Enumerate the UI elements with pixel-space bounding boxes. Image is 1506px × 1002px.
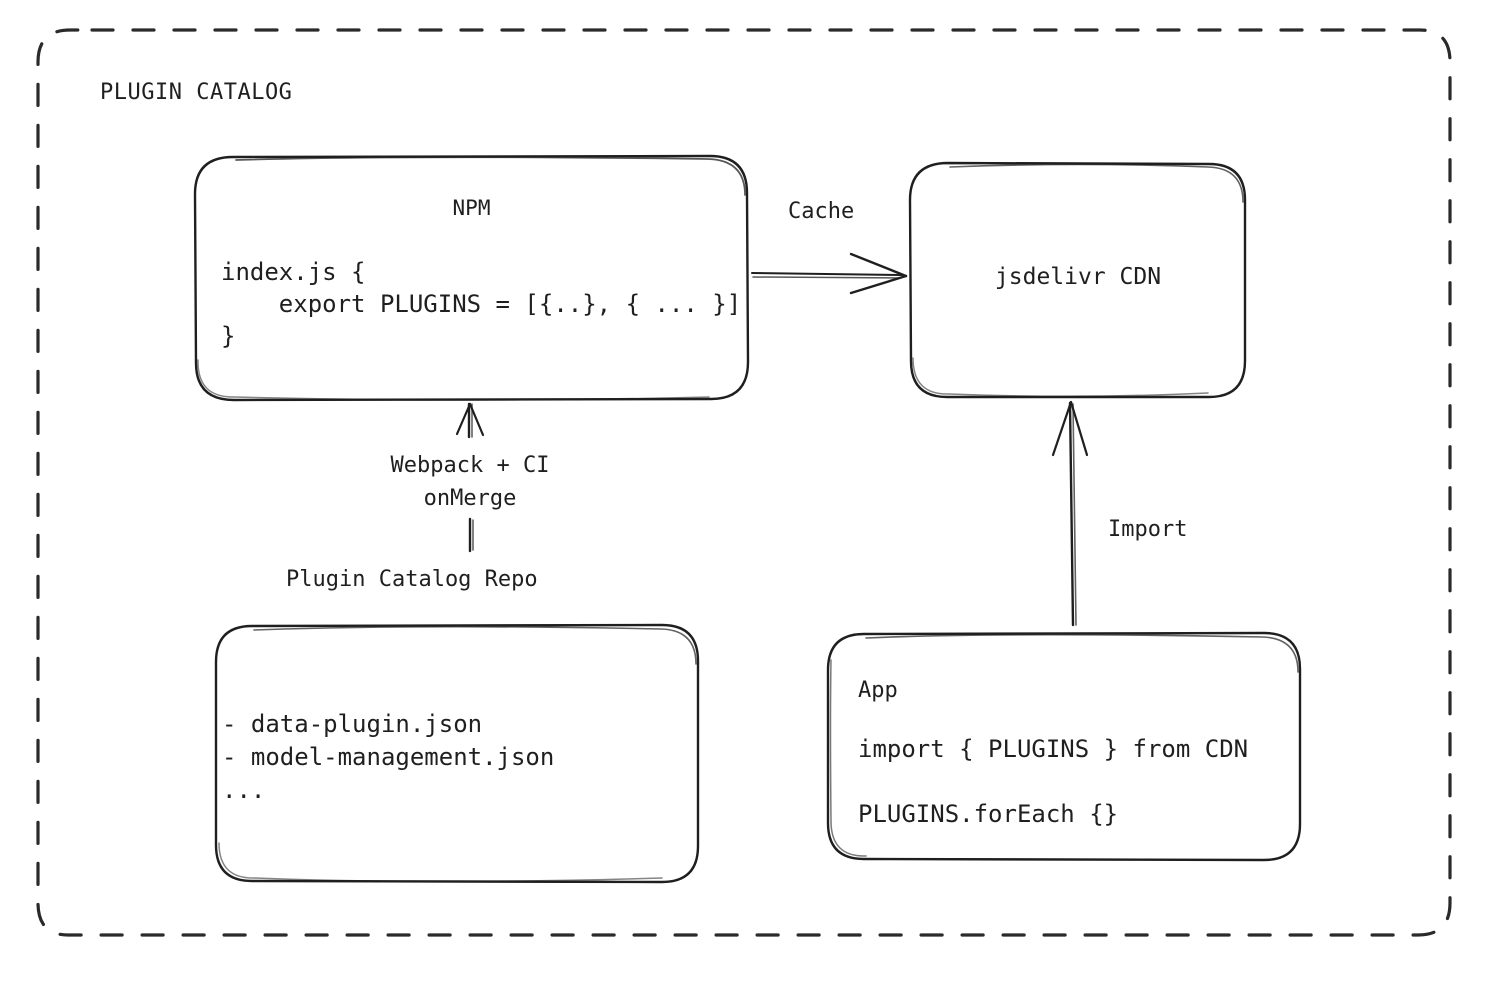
npm-node-code: index.js { export PLUGINS = [{..}, { ...… [221,258,742,350]
npm-node-title: NPM [452,196,491,220]
app-node-foreach-line: PLUGINS.forEach {} [858,800,1119,828]
edge-label-import: Import [1108,517,1188,542]
edge-label-cache: Cache [788,199,855,224]
plugin-catalog-group-title: PLUGIN CATALOG [100,80,293,105]
edge-npm-to-cdn [751,252,908,295]
repo-node-file-list: - data-plugin.json - model-management.js… [222,710,555,804]
edge-app-to-cdn [1051,400,1089,627]
cdn-node-title: jsdelivr CDN [994,264,1162,290]
edge-label-webpack-ci-onmerge: Webpack + CI onMerge [390,453,550,511]
repo-node-caption: Plugin Catalog Repo [286,567,538,592]
app-node-title: App [858,678,898,703]
app-node-import-line: import { PLUGINS } from CDN [858,735,1249,763]
